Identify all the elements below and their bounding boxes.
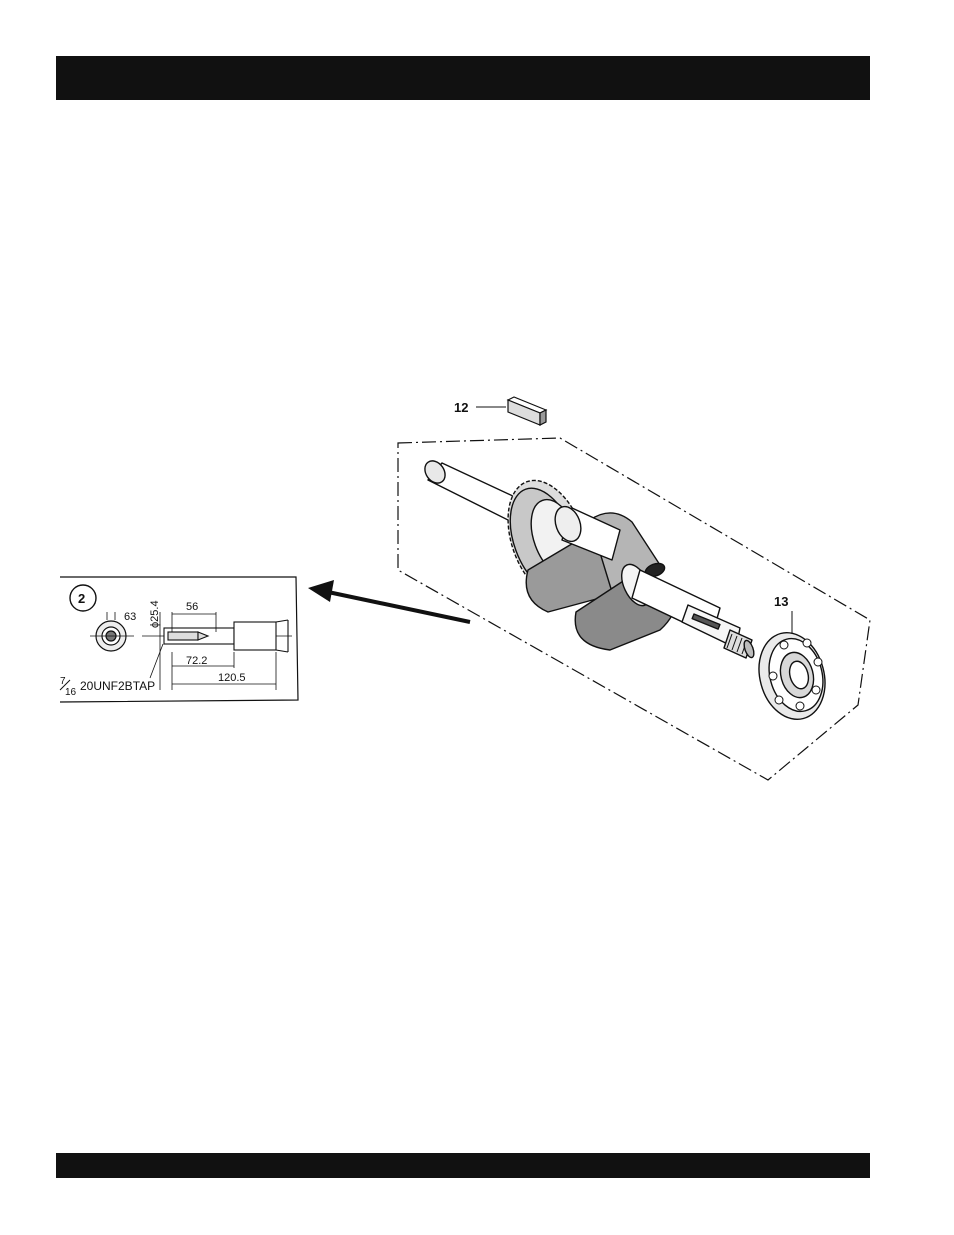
callout-12: 12 bbox=[454, 400, 468, 415]
dim-120-5: 120.5 bbox=[218, 672, 246, 684]
dim-56: 56 bbox=[186, 601, 198, 613]
footer-bar bbox=[56, 1153, 870, 1178]
dim-diameter: ϕ25.4 bbox=[149, 600, 161, 628]
crankshaft-part bbox=[421, 457, 756, 659]
dim-63: 63 bbox=[124, 611, 136, 623]
callout-13: 13 bbox=[774, 594, 788, 609]
key-part bbox=[508, 397, 546, 425]
detail-pointer-arrow bbox=[308, 580, 470, 622]
detail-index-label: 2 bbox=[78, 591, 85, 606]
thread-fraction-den: 16 bbox=[65, 687, 77, 698]
dim-72-2: 72.2 bbox=[186, 655, 207, 667]
detail-inset: 2 63 bbox=[60, 577, 298, 702]
shaft-side-view bbox=[142, 612, 292, 690]
ball-bearing-part bbox=[750, 625, 835, 727]
thread-spec: 20UNF2BTAP bbox=[80, 679, 155, 693]
